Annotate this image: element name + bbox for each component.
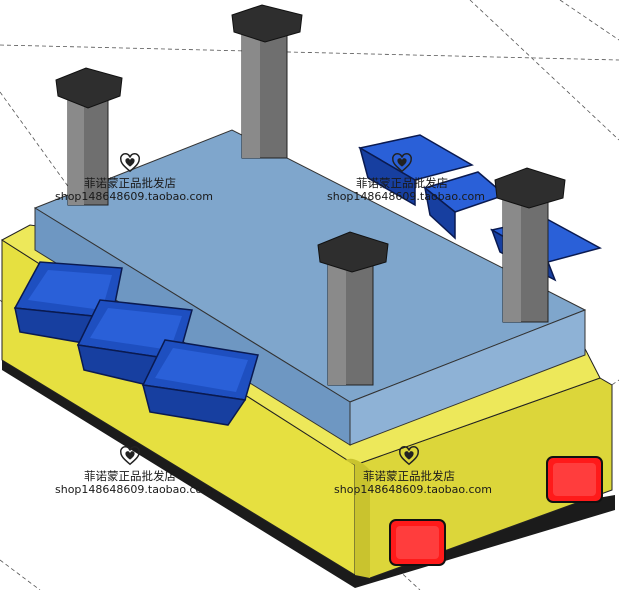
watermark-shop-url: shop148648609.taobao.com: [327, 190, 485, 203]
watermark-shop-url: shop148648609.taobao.com: [55, 483, 213, 496]
heart-icon: [399, 446, 419, 466]
posts: [55, 4, 566, 386]
watermark-shop-url: shop148648609.taobao.com: [334, 483, 492, 496]
post-front-center: [317, 231, 389, 386]
bin-4: [357, 134, 474, 207]
watermark-top-left: 菲诺蒙正品批发店 shop148648609.taobao.com: [55, 152, 213, 204]
watermark-shop-name: 菲诺蒙正品批发店: [84, 469, 176, 483]
watermark-shop-name: 菲诺蒙正品批发店: [84, 176, 176, 190]
watermark-top-right: 菲诺蒙正品批发店 shop148648609.taobao.com: [327, 152, 485, 204]
heart-icon: [392, 153, 412, 173]
watermark-shop-name: 菲诺蒙正品批发店: [363, 469, 455, 483]
watermark-shop-url: shop148648609.taobao.com: [55, 190, 213, 203]
watermark-bottom-left: 菲诺蒙正品批发店 shop148648609.taobao.com: [55, 445, 213, 497]
tail-lights: [389, 456, 603, 566]
front-bins: [13, 261, 259, 426]
watermark-bottom-right: 菲诺蒙正品批发店 shop148648609.taobao.com: [334, 445, 492, 497]
post-back-left: [55, 67, 123, 206]
post-back-center: [231, 4, 303, 159]
heart-icon: [120, 153, 140, 173]
post-right: [494, 167, 566, 323]
bin-3: [141, 339, 259, 426]
heart-icon: [120, 446, 140, 466]
watermark-shop-name: 菲诺蒙正品批发店: [356, 176, 448, 190]
